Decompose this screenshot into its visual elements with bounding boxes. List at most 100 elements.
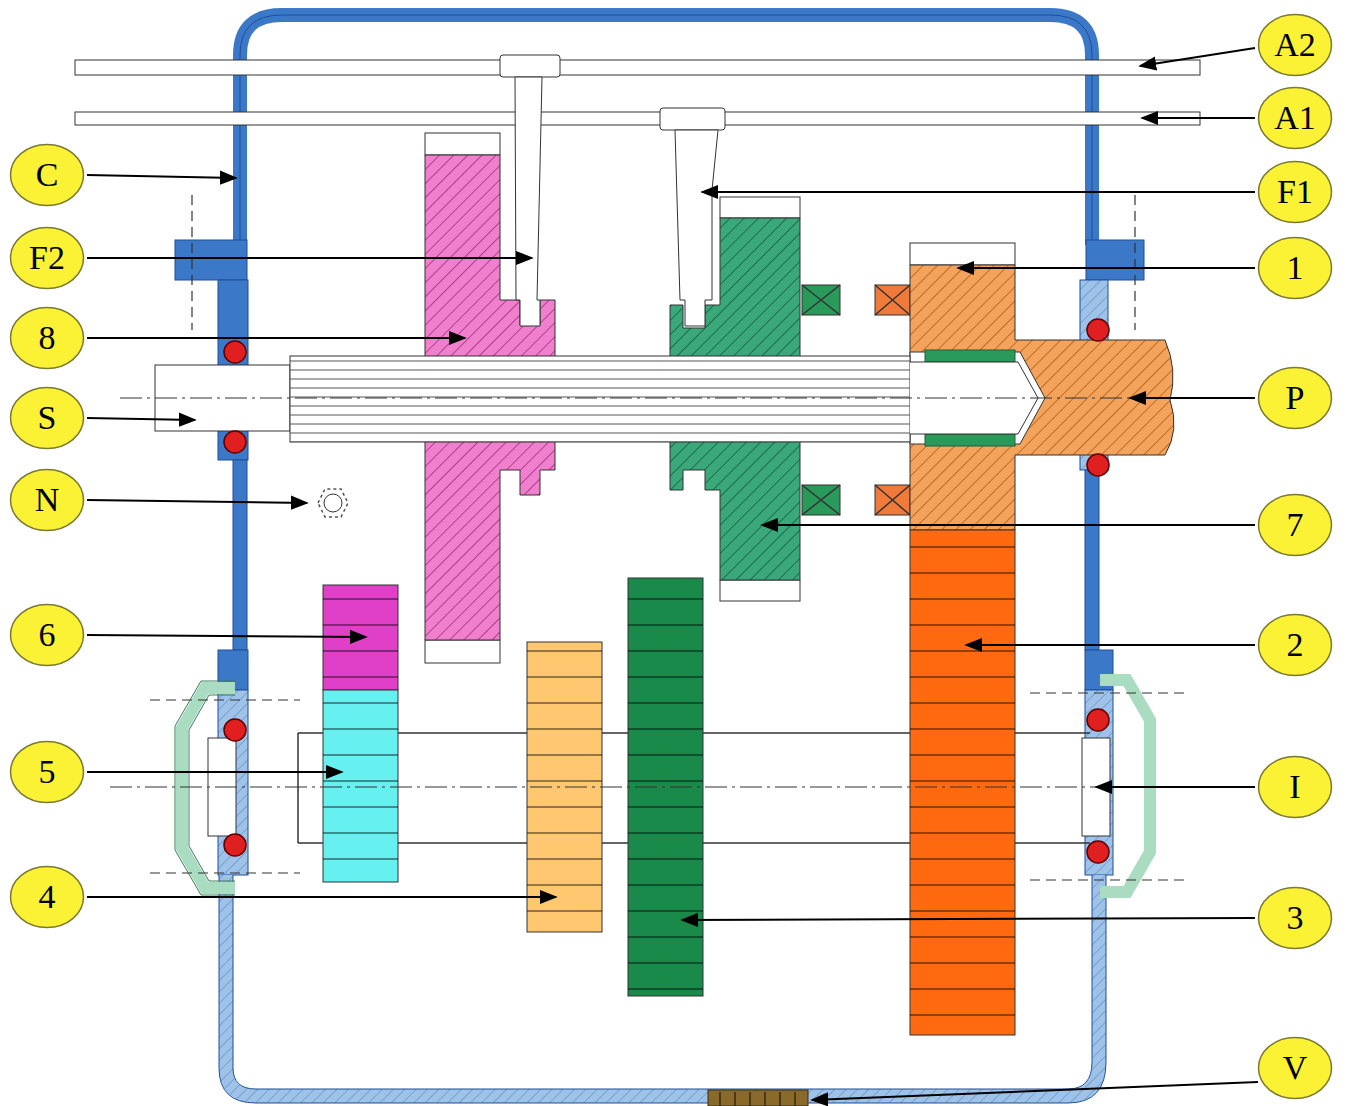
callout-bubble: 6 xyxy=(9,603,85,667)
callout-number: A1 xyxy=(1274,100,1316,136)
callout-bubble: 5 xyxy=(9,740,85,804)
leader-line xyxy=(1142,117,1255,119)
leader-lines xyxy=(87,48,1258,1100)
bubble-text-group: 6 xyxy=(39,617,56,653)
bubble-text-group: I xyxy=(1289,769,1300,805)
ball-bearing xyxy=(224,431,246,453)
leader-line xyxy=(1096,786,1255,788)
leader-line xyxy=(87,257,532,259)
callout-number: A2 xyxy=(1274,27,1316,63)
leader-line xyxy=(87,418,195,420)
bubble-text-group: N xyxy=(35,482,60,518)
ball-bearing xyxy=(1087,841,1109,863)
gear-lines xyxy=(323,690,398,882)
callout-bubble: V xyxy=(1257,1036,1333,1100)
gear-teeth xyxy=(910,243,1015,265)
ball-bearing xyxy=(224,341,246,363)
gear-teeth xyxy=(720,197,800,218)
bubble-shape xyxy=(11,308,84,369)
ball-bearing xyxy=(224,834,246,856)
callout-bubble: 3 xyxy=(1257,886,1333,950)
bubble-text-group: P xyxy=(1286,380,1305,416)
gear-teeth xyxy=(425,133,500,155)
gear-teeth xyxy=(720,580,800,601)
shift-fork xyxy=(675,130,718,326)
bubble-text-group: 2 xyxy=(1287,627,1304,663)
spline-lines xyxy=(290,356,910,442)
bubble-shape xyxy=(11,605,84,666)
bubble-text-group: A2 xyxy=(1274,27,1316,63)
selector-rail xyxy=(75,112,1200,125)
bubble-shape xyxy=(11,388,84,449)
bubble-text-group: S xyxy=(38,400,57,436)
bearing-cover xyxy=(182,688,235,888)
callout-number: S xyxy=(38,400,57,436)
callout-number: V xyxy=(1283,1050,1308,1086)
bubble-shape xyxy=(1259,495,1332,556)
callout-bubble: I xyxy=(1257,755,1333,819)
bubble-shape xyxy=(1259,1038,1332,1099)
counter-gear xyxy=(910,530,1015,1035)
fork-clamp xyxy=(660,108,725,130)
ball-bearing xyxy=(1087,454,1109,476)
fork-clamp xyxy=(500,55,560,77)
leader-line xyxy=(87,896,556,898)
ball-bearing xyxy=(1087,319,1109,341)
selector-rail xyxy=(75,60,1200,75)
needle-bearing xyxy=(925,350,1015,362)
callout-number: I xyxy=(1289,769,1300,805)
leader-line xyxy=(87,175,236,178)
leader-line xyxy=(1140,48,1255,66)
bearing-cover-outline xyxy=(175,681,235,895)
housing-wall xyxy=(240,15,1092,280)
bubble-text-group: 7 xyxy=(1287,507,1304,543)
bubble-shape xyxy=(11,867,84,928)
detent-ball xyxy=(324,494,342,512)
callout-bubble: N xyxy=(9,468,85,532)
bubble-text-group: 5 xyxy=(39,754,56,790)
callout-bubble: P xyxy=(1257,366,1333,430)
callout-number: 5 xyxy=(39,754,56,790)
shift-fork xyxy=(515,77,542,326)
ball-bearings xyxy=(224,319,1109,863)
callout-number: 3 xyxy=(1287,900,1304,936)
callout-bubble: F1 xyxy=(1257,160,1333,224)
callout-number: 2 xyxy=(1287,627,1304,663)
callout-number: F2 xyxy=(29,240,65,276)
callout-number: N xyxy=(35,482,60,518)
bubble-shape xyxy=(1259,15,1332,76)
bubble-text-group: F1 xyxy=(1277,174,1313,210)
needle-bearing xyxy=(925,434,1015,446)
bubble-shape xyxy=(1259,88,1332,149)
leader-line xyxy=(87,337,465,339)
callout-number: P xyxy=(1286,380,1305,416)
callout-bubble: A1 xyxy=(1257,86,1333,150)
drain-plug xyxy=(708,1090,808,1106)
centre-line xyxy=(110,398,1180,787)
callout-number: 8 xyxy=(39,320,56,356)
housing-flange xyxy=(175,240,247,280)
callout-bubble: 1 xyxy=(1257,236,1333,300)
bubble-text-group: V xyxy=(1283,1050,1308,1086)
callout-bubble: S xyxy=(9,386,85,450)
callout-bubble: 4 xyxy=(9,865,85,929)
gear-teeth xyxy=(425,640,500,663)
counter-gear xyxy=(323,690,398,882)
bubble-shape xyxy=(1259,162,1332,223)
callout-number: 4 xyxy=(39,879,56,915)
callout-bubble: 2 xyxy=(1257,613,1333,677)
bubble-text-group: 4 xyxy=(39,879,56,915)
splined-shaft xyxy=(290,356,910,442)
ball-bearing xyxy=(1087,709,1109,731)
bubble-text-group: A1 xyxy=(1274,100,1316,136)
leader-line xyxy=(702,191,1255,193)
bubble-shape xyxy=(1259,615,1332,676)
bubble-shape xyxy=(1259,238,1332,299)
leader-line xyxy=(966,644,1255,646)
callout-bubble: F2 xyxy=(9,226,85,290)
bubble-shape xyxy=(11,145,84,206)
bubble-shape xyxy=(11,742,84,803)
housing-wall xyxy=(233,460,247,650)
